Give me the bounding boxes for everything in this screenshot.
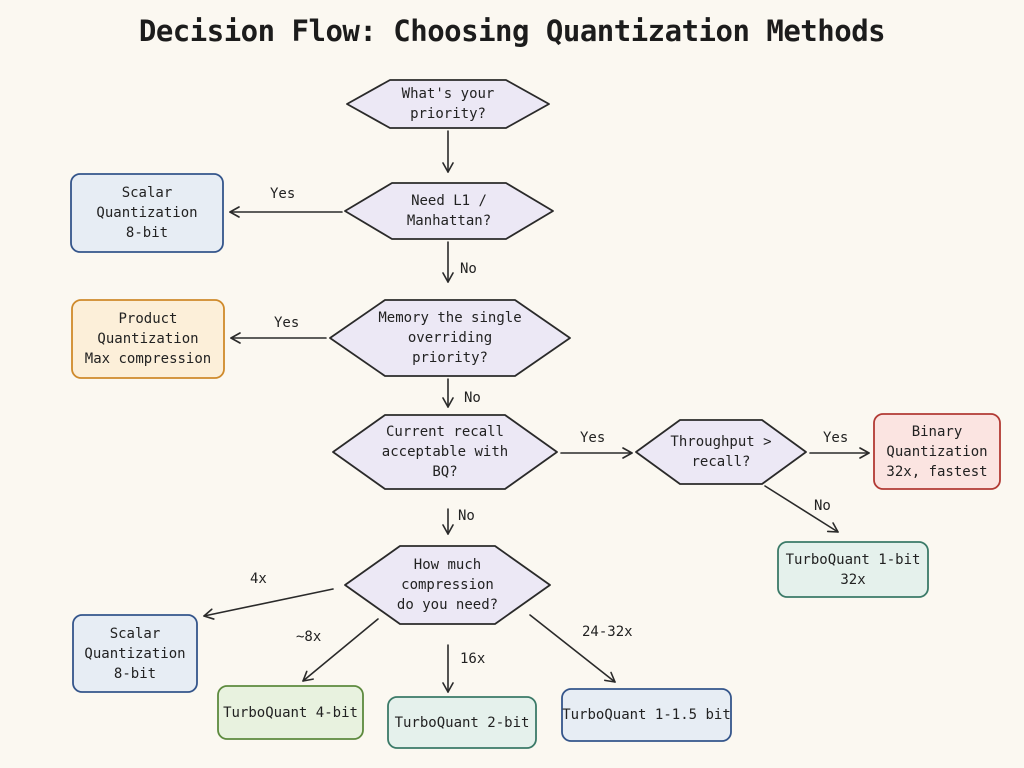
node-text-line: acceptable with bbox=[381, 444, 509, 460]
node-text-line: BQ? bbox=[432, 464, 458, 480]
throughput-diamond bbox=[635, 419, 807, 485]
tq4-box bbox=[217, 685, 364, 740]
node-text-line: Max compression bbox=[84, 351, 212, 367]
l1-label: Need L1 / Manhattan? bbox=[345, 183, 553, 239]
node-text-line: Binary bbox=[911, 423, 963, 440]
memory-diamond bbox=[329, 299, 571, 377]
edge-label-16x: 16x bbox=[460, 651, 486, 667]
node-text-line: Quantization bbox=[96, 205, 198, 221]
edge-label-8x: ~8x bbox=[296, 629, 322, 645]
edge-label-recall-yes: Yes bbox=[580, 430, 606, 446]
tq1-box bbox=[777, 541, 929, 598]
node-text-line: compression bbox=[401, 577, 494, 593]
edge-label-memory-yes: Yes bbox=[274, 315, 300, 331]
tq2-box bbox=[387, 696, 537, 749]
node-text-line: priority? bbox=[412, 350, 488, 366]
edge-label-4x: 4x bbox=[250, 571, 267, 587]
node-text-line: Memory the single bbox=[378, 310, 522, 326]
tq115-label: TurboQuant 1-1.5 bit bbox=[562, 689, 731, 741]
diagram-title: Decision Flow: Choosing Quantization Met… bbox=[138, 14, 886, 48]
node-text-line: Scalar bbox=[121, 185, 173, 201]
priority-diamond bbox=[346, 79, 550, 129]
scalar-bottom-box bbox=[72, 614, 198, 693]
node-text-line: Current recall bbox=[385, 424, 504, 440]
node-text-line: How much bbox=[413, 557, 482, 573]
l1-diamond bbox=[344, 182, 554, 240]
node-text-line: 8-bit bbox=[113, 665, 157, 682]
node-text-line: TurboQuant 1-1.5 bit bbox=[562, 707, 731, 723]
arrow-throughput-to-tq1 bbox=[764, 485, 839, 533]
edge-label-l1-no: No bbox=[460, 261, 477, 277]
node-text-line: Product bbox=[118, 311, 178, 327]
node-text-line: TurboQuant 2-bit bbox=[394, 714, 530, 731]
tq4-label: TurboQuant 4-bit bbox=[218, 686, 363, 739]
node-text-line: recall? bbox=[691, 454, 751, 470]
arrow-compression-to-tq4 bbox=[302, 618, 379, 682]
priority-label: What's your priority? bbox=[347, 80, 549, 128]
throughput-label: Throughput > recall? bbox=[636, 420, 806, 484]
recall-diamond bbox=[332, 414, 558, 490]
node-text-line: What's your bbox=[401, 86, 495, 102]
arrow-compression-to-scalar bbox=[203, 588, 334, 620]
tq2-label: TurboQuant 2-bit bbox=[388, 697, 536, 748]
node-text-line: Quantization bbox=[84, 645, 186, 662]
node-text-line: do you need? bbox=[396, 597, 499, 613]
node-text-line: Scalar bbox=[109, 625, 161, 642]
node-text-line: Manhattan? bbox=[406, 213, 492, 229]
compression-label: How much compression do you need? bbox=[345, 546, 550, 624]
node-text-line: TurboQuant 4-bit bbox=[223, 704, 358, 721]
compression-diamond bbox=[344, 545, 551, 625]
node-text-line: Throughput > bbox=[670, 434, 772, 450]
node-text-line: TurboQuant 1-bit bbox=[785, 551, 921, 568]
tq115-box bbox=[561, 688, 732, 742]
tq1-label: TurboQuant 1-bit 32x bbox=[778, 542, 928, 597]
memory-label: Memory the single overriding priority? bbox=[330, 300, 570, 376]
edge-label-throughput-no: No bbox=[814, 498, 831, 514]
node-text-line: Quantization bbox=[886, 443, 988, 460]
node-text-line: Need L1 / bbox=[411, 193, 487, 209]
node-text-line: priority? bbox=[410, 106, 486, 122]
product-box bbox=[71, 299, 225, 379]
node-text-line: 8-bit bbox=[125, 225, 169, 241]
binary-box bbox=[873, 413, 1001, 490]
edge-label-recall-no: No bbox=[458, 508, 475, 524]
edge-label-24-32x: 24-32x bbox=[582, 624, 633, 640]
node-text-line: 32x, fastest bbox=[886, 463, 988, 480]
edge-label-l1-yes: Yes bbox=[270, 186, 296, 202]
arrow-compression-to-tq115 bbox=[529, 614, 616, 683]
node-text-line: 32x bbox=[840, 571, 866, 588]
scalar-top-box bbox=[70, 173, 224, 253]
node-text-line: overriding bbox=[407, 330, 493, 346]
edge-label-memory-no: No bbox=[464, 390, 481, 406]
node-text-line: Quantization bbox=[97, 331, 199, 347]
edge-label-throughput-yes: Yes bbox=[823, 430, 849, 446]
